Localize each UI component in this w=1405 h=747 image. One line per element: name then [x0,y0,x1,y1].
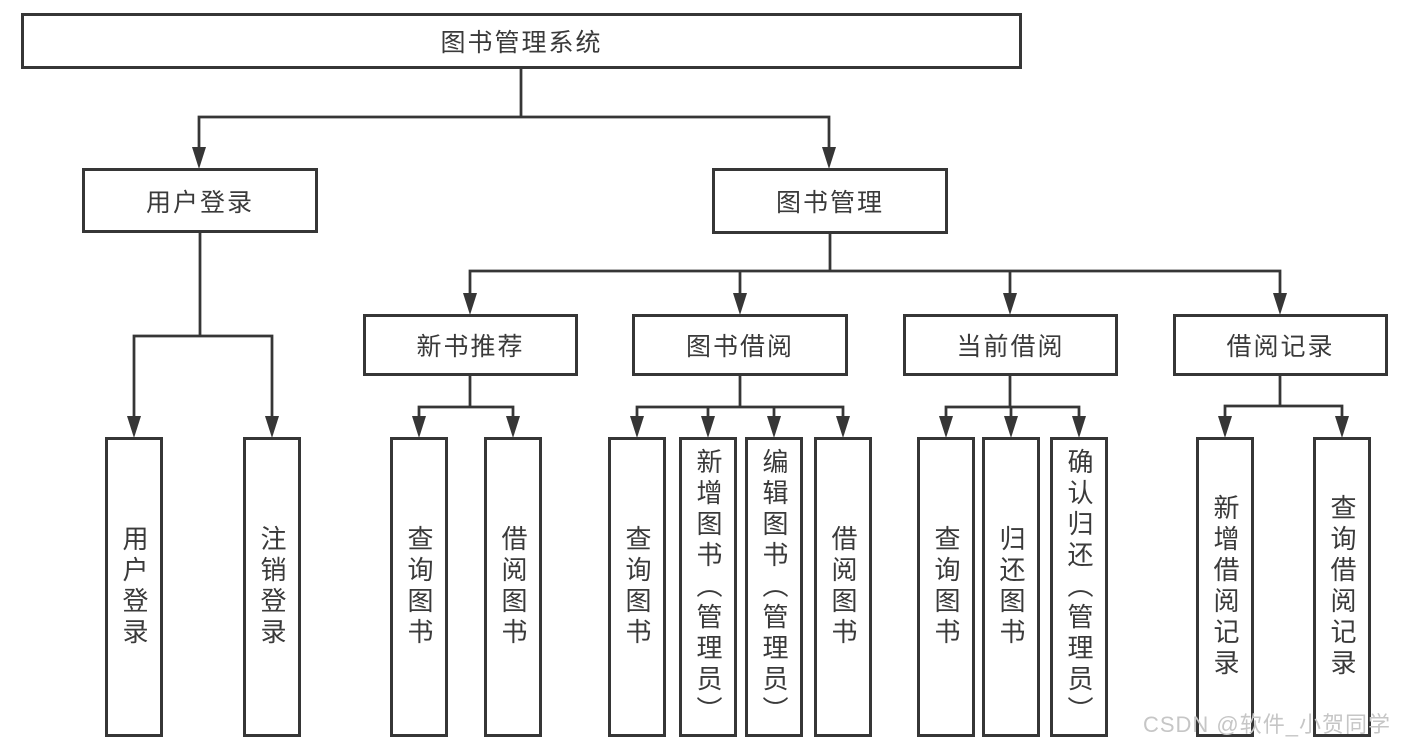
arrowhead [767,416,781,438]
connector-borrow-to-leaves [635,374,845,420]
node-current-borrow-label: 当前借阅 [956,333,1065,361]
node-book-borrow-label: 图书借阅 [685,333,794,361]
node-user-login-label: 用户登录 [145,188,254,217]
leaf-recommend-query-books-label: 查询图书 [404,525,434,649]
arrowhead [1003,293,1017,315]
connector-current-to-leaves [944,374,1081,420]
arrowhead [701,416,715,438]
leaf-recommend-query-books: 查询图书 [390,437,448,737]
node-library-system: 图书管理系统 [21,13,1022,69]
node-new-book-recommend: 新书推荐 [363,314,578,376]
arrowhead [630,416,644,438]
connector-records-to-leaves [1223,374,1344,420]
arrowhead [733,293,747,315]
arrowhead [265,416,279,438]
leaf-add-borrow-record-label: 新增借阅记录 [1210,494,1240,680]
leaf-user-login-label: 用户登录 [119,525,149,649]
arrowhead [1072,416,1086,438]
leaf-edit-books-admin: 编辑图书（管理员） [745,437,803,737]
leaf-borrow-query-books-label: 查询图书 [622,525,652,649]
leaf-recommend-borrow-books-label: 借阅图书 [498,525,528,649]
arrowhead [463,293,477,315]
node-borrow-records-label: 借阅记录 [1226,333,1335,361]
leaf-recommend-borrow-books: 借阅图书 [484,437,542,737]
arrowhead [836,416,850,438]
node-book-management-label: 图书管理 [775,189,884,217]
node-user-login: 用户登录 [82,168,318,233]
leaf-logout-label: 注销登录 [257,525,287,649]
node-book-borrow: 图书借阅 [632,314,848,376]
arrowhead [506,416,520,438]
leaf-borrow-books: 借阅图书 [814,437,872,737]
leaf-borrow-query-books: 查询图书 [608,437,666,737]
node-current-borrow: 当前借阅 [903,314,1118,376]
connector-login-to-leaves [132,231,274,420]
arrowhead [822,147,836,169]
leaf-add-borrow-record: 新增借阅记录 [1196,437,1254,737]
arrowhead [412,416,426,438]
connector-root-to-level2 [197,67,831,151]
arrowhead [939,416,953,438]
leaf-query-borrow-record: 查询借阅记录 [1313,437,1371,737]
connector-mgmt-to-level3 [468,232,1282,297]
node-book-management: 图书管理 [712,168,948,234]
node-library-system-label: 图书管理系统 [440,29,603,57]
leaf-add-books-admin: 新增图书（管理员） [679,437,737,737]
connector-recommend-to-leaves [417,374,515,420]
leaf-user-login: 用户登录 [105,437,163,737]
leaf-current-query-books-label: 查询图书 [931,525,961,649]
node-borrow-records: 借阅记录 [1173,314,1388,376]
leaf-borrow-books-label: 借阅图书 [828,525,858,649]
node-new-book-recommend-label: 新书推荐 [416,333,525,361]
leaf-confirm-return-admin-label: 确认归还（管理员） [1064,447,1094,727]
watermark: CSDN @软件_小贺同学 [1142,712,1391,737]
arrowhead [1218,416,1232,438]
arrowhead [192,147,206,169]
leaf-edit-books-admin-label: 编辑图书（管理员） [759,447,789,727]
leaf-return-books: 归还图书 [982,437,1040,737]
arrowhead [127,416,141,438]
leaf-query-borrow-record-label: 查询借阅记录 [1327,494,1357,680]
arrowhead [1004,416,1018,438]
leaf-add-books-admin-label: 新增图书（管理员） [693,447,723,727]
leaf-return-books-label: 归还图书 [996,525,1026,649]
arrowhead [1273,293,1287,315]
leaf-current-query-books: 查询图书 [917,437,975,737]
leaf-confirm-return-admin: 确认归还（管理员） [1050,437,1108,737]
leaf-logout: 注销登录 [243,437,301,737]
arrowhead [1335,416,1349,438]
